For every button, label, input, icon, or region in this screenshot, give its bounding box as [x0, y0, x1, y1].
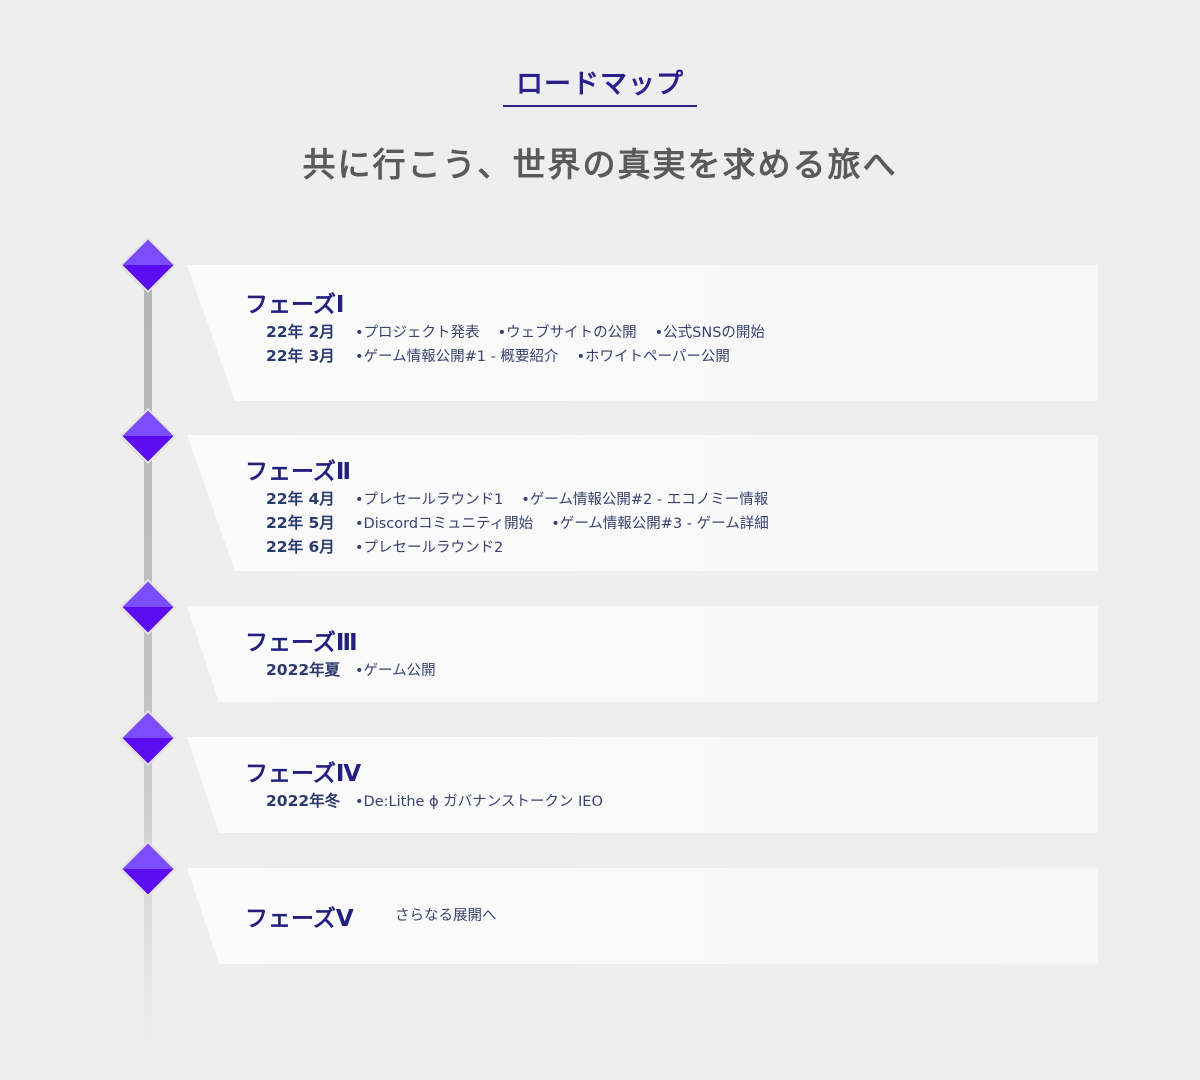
row-date: 22年 4月 — [266, 490, 335, 508]
timeline-row: 22年 3月 •ゲーム情報公開#1 - 概要紹介 •ホワイトペーパー公開 — [266, 344, 748, 366]
phase-card-5: フェーズⅤ さらなる展開へ — [187, 868, 1098, 964]
phase-card-1: フェーズⅠ 22年 2月 •プロジェクト発表 •ウェブサイトの公開 •公式SNSの開始… — [187, 265, 1098, 401]
row-item: •ゲーム情報公開#3 - ゲーム詳細 — [551, 516, 769, 532]
row-item: •Discordコミュニティ開始 — [355, 516, 534, 532]
phase-title: フェーズⅡ — [245, 459, 351, 485]
page-title: ロードマップ — [516, 69, 684, 100]
phase-title: フェーズⅤ — [245, 906, 354, 932]
row-date: 22年 3月 — [266, 347, 335, 365]
row-date: 22年 6月 — [266, 538, 335, 556]
row-item: •公式SNSの開始 — [654, 325, 765, 341]
timeline-row: 2022年夏 •ゲーム公開 — [266, 658, 454, 680]
row-date: 22年 2月 — [266, 323, 335, 341]
row-item: •ゲーム情報公開#2 - エコノミー情報 — [521, 492, 769, 508]
diamond-marker-icon — [122, 410, 174, 462]
timeline-row: 22年 4月 •プレセールラウンド1 •ゲーム情報公開#2 - エコノミー情報 — [266, 487, 786, 509]
phase-card-4: フェーズⅣ 2022年冬 •De:Lithe ɸ ガバナンストークン IEO — [187, 737, 1098, 833]
row-item: •ウェブサイトの公開 — [497, 325, 637, 341]
phase-card-2: フェーズⅡ 22年 4月 •プレセールラウンド1 •ゲーム情報公開#2 - エコノミ… — [187, 435, 1098, 571]
row-date: 2022年夏 — [266, 661, 341, 679]
title-underline — [503, 105, 697, 107]
timeline-row: 22年 6月 •プレセールラウンド2 — [266, 535, 521, 557]
phase-title: フェーズⅠ — [245, 292, 345, 318]
timeline-line — [144, 265, 152, 1045]
timeline-row: 22年 2月 •プロジェクト発表 •ウェブサイトの公開 •公式SNSの開始 — [266, 320, 783, 342]
row-date: 2022年冬 — [266, 792, 341, 810]
phase-card-3: フェーズⅢ 2022年夏 •ゲーム公開 — [187, 606, 1098, 702]
row-item: •ホワイトペーパー公開 — [576, 349, 730, 365]
diamond-marker-icon — [122, 843, 174, 895]
phase-title: フェーズⅣ — [245, 761, 362, 787]
row-item: •De:Lithe ɸ ガバナンストークン IEO — [355, 794, 603, 810]
diamond-marker-icon — [122, 239, 174, 291]
diamond-marker-icon — [122, 581, 174, 633]
row-item: •ゲーム情報公開#1 - 概要紹介 — [355, 349, 559, 365]
row-item: •プロジェクト発表 — [355, 325, 480, 341]
phase-note: さらなる展開へ — [395, 908, 497, 924]
timeline-row: 22年 5月 •Discordコミュニティ開始 •ゲーム情報公開#3 - ゲーム詳細 — [266, 511, 787, 533]
row-item: •ゲーム公開 — [355, 663, 436, 679]
row-date: 22年 5月 — [266, 514, 335, 532]
row-item: •プレセールラウンド2 — [355, 540, 504, 556]
page-subtitle: 共に行こう、世界の真実を求める旅へ — [302, 145, 898, 184]
diamond-marker-icon — [122, 712, 174, 764]
timeline-row: 2022年冬 •De:Lithe ɸ ガバナンストークン IEO — [266, 789, 621, 811]
row-item: •プレセールラウンド1 — [355, 492, 504, 508]
phase-title: フェーズⅢ — [245, 630, 358, 656]
